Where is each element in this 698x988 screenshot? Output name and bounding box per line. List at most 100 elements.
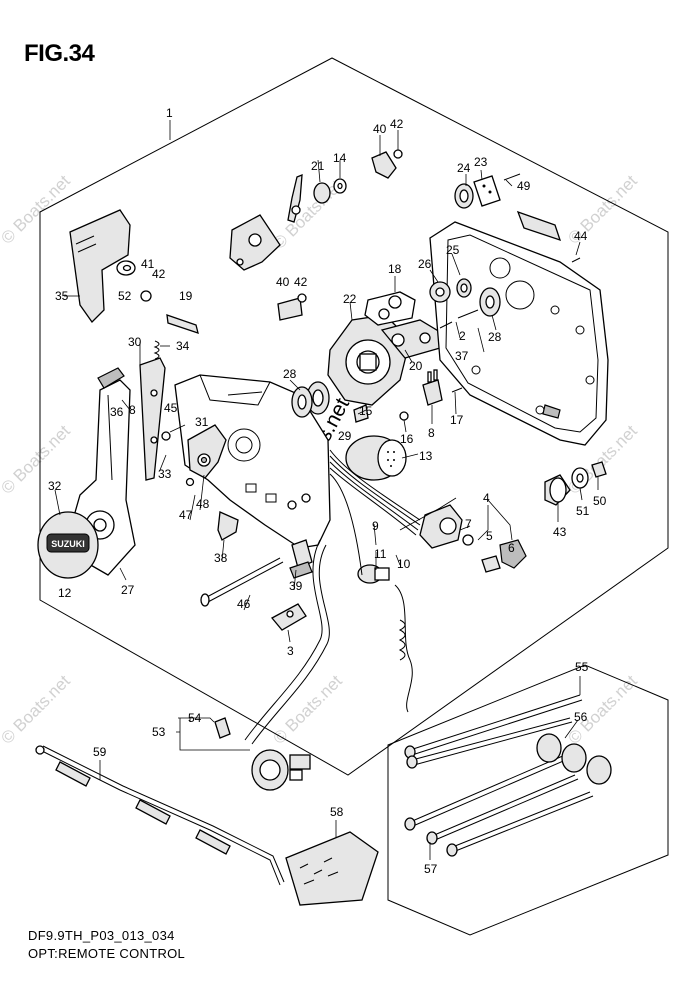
bracket-40 xyxy=(371,149,403,179)
callout-label: 17 xyxy=(450,413,464,427)
figure-title: FIG.34 xyxy=(24,40,95,67)
callout-label: 42 xyxy=(294,275,308,289)
callout-label: 44 xyxy=(574,229,588,243)
callout-label: 41 xyxy=(141,257,155,271)
callout-label: 7 xyxy=(465,517,472,531)
screw-16 xyxy=(399,411,409,421)
callout-label: 15 xyxy=(359,404,373,418)
screw-44 xyxy=(571,257,581,263)
callout-label: 39 xyxy=(289,579,303,593)
callout-label: 8 xyxy=(129,403,136,417)
callout-label: 18 xyxy=(388,262,402,276)
callout-label: 56 xyxy=(574,710,588,724)
callout-labels: 1 2 3 4 5 6 7 8 8 9 10 11 12 13 14 15 16… xyxy=(48,106,607,876)
screw-17 xyxy=(451,387,463,393)
callout-label: 1 xyxy=(166,106,173,120)
callout-label: 47 xyxy=(179,508,193,522)
washer-29 xyxy=(306,381,330,415)
clip-15 xyxy=(353,404,369,423)
bracket-23 xyxy=(473,175,501,207)
callout-label: 26 xyxy=(418,257,432,271)
callout-label: 20 xyxy=(409,359,423,373)
callout-label: 40 xyxy=(373,122,387,136)
watermark: © Boats.net xyxy=(0,671,74,748)
callout-label: 28 xyxy=(488,330,502,344)
bolt-46 xyxy=(200,557,284,607)
callout-label: 12 xyxy=(58,586,72,600)
callout-label: 40 xyxy=(276,275,290,289)
callout-label: 21 xyxy=(311,159,325,173)
screw-49 xyxy=(503,173,521,181)
switch-arm-21 xyxy=(287,174,303,223)
callout-label: 49 xyxy=(517,179,531,193)
callout-label: 58 xyxy=(330,805,344,819)
shaft-18 xyxy=(364,291,416,326)
callout-label: 30 xyxy=(128,335,142,349)
callout-label: 23 xyxy=(474,155,488,169)
gear-26 xyxy=(429,281,451,303)
callout-label: 13 xyxy=(419,449,433,463)
callout-label: 36 xyxy=(110,405,124,419)
diagram-code: DF9.9TH_P03_013_034 xyxy=(28,928,175,943)
buzzer-13 xyxy=(345,435,407,481)
cable-59 xyxy=(35,745,285,886)
callout-label: 6 xyxy=(508,541,515,555)
callout-label: 51 xyxy=(576,504,590,518)
callout-label: 33 xyxy=(158,467,172,481)
nut-50 xyxy=(591,461,607,478)
callout-label: 43 xyxy=(553,525,567,539)
callout-label: 46 xyxy=(237,597,251,611)
washer-25 xyxy=(456,278,472,298)
callout-label: 55 xyxy=(575,660,589,674)
callout-label: 29 xyxy=(338,429,352,443)
control-housing xyxy=(174,374,331,549)
callout-label: 54 xyxy=(188,711,202,725)
callout-label: 42 xyxy=(390,117,404,131)
cover-12: SUZUKI xyxy=(37,511,99,579)
callout-label: 25 xyxy=(446,243,460,257)
cap-6 xyxy=(499,539,527,569)
svg-text:SUZUKI: SUZUKI xyxy=(51,539,85,549)
nut-5 xyxy=(462,534,474,546)
connector-53 xyxy=(251,749,311,791)
key xyxy=(481,555,501,573)
callout-label: 42 xyxy=(152,267,166,281)
parts-bag-58 xyxy=(285,831,379,906)
seal-24 xyxy=(454,183,474,209)
bushing-14 xyxy=(313,182,331,204)
lever-grip xyxy=(69,209,131,324)
callout-label: 37 xyxy=(455,349,469,363)
callout-label: 50 xyxy=(593,494,607,508)
plate-40 xyxy=(277,297,303,321)
knob-43 xyxy=(544,474,571,506)
callout-label: 19 xyxy=(179,289,193,303)
callout-label: 8 xyxy=(428,426,435,440)
key-switch-7 xyxy=(419,504,527,573)
housing-cover xyxy=(429,221,609,446)
callout-label: 32 xyxy=(48,479,62,493)
spring-34 xyxy=(153,340,160,360)
gear-48 xyxy=(187,424,227,479)
callout-label: 59 xyxy=(93,745,107,759)
callout-label: 3 xyxy=(287,644,294,658)
callout-label: 57 xyxy=(424,862,438,876)
ring-42 xyxy=(297,293,307,303)
callout-label: 11 xyxy=(374,547,387,561)
screw-2 xyxy=(457,309,479,319)
cable-ties xyxy=(404,694,594,857)
callout-label: 2 xyxy=(459,329,466,343)
callout-label: 35 xyxy=(55,289,69,303)
leader-lines xyxy=(54,120,599,860)
callout-label: 31 xyxy=(195,415,209,429)
assembly-boundary xyxy=(39,57,669,776)
diagram-caption: OPT:REMOTE CONTROL xyxy=(28,946,186,961)
callout-label: 22 xyxy=(343,292,357,306)
callout-label: 16 xyxy=(400,432,414,446)
callout-label: 45 xyxy=(164,401,178,415)
screw-47 xyxy=(185,477,195,487)
stop-switch-11 xyxy=(357,564,390,584)
callout-label: 5 xyxy=(486,529,493,543)
clip-39 xyxy=(291,539,313,569)
callout-label: 34 xyxy=(176,339,190,353)
